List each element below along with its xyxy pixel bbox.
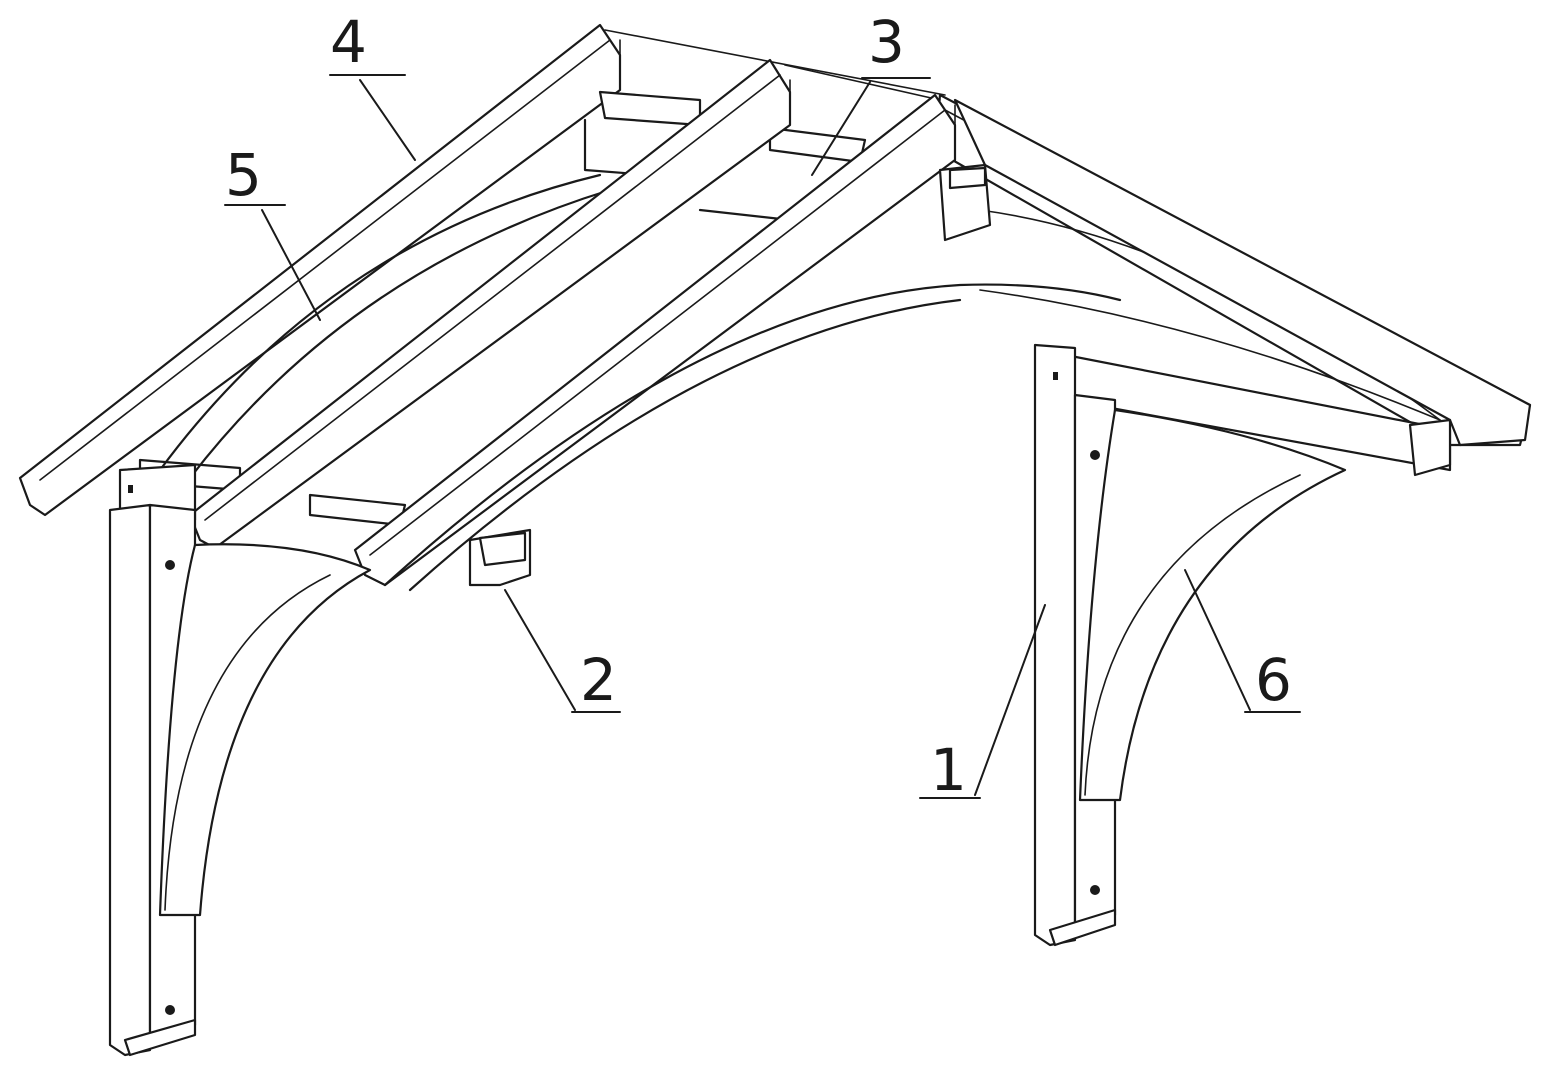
callout-4-label: 4 [330, 8, 367, 76]
callout-3: 3 [811, 8, 931, 176]
rafter-left-gable [18, 23, 946, 517]
callout-3-label: 3 [868, 8, 905, 76]
right-bracket [1033, 343, 1452, 947]
callout-4: 4 [329, 8, 416, 161]
end-block-left [468, 528, 532, 587]
ridge-block [938, 163, 992, 242]
rafter-middle [188, 58, 941, 550]
left-bracket [108, 463, 372, 1057]
callout-2-label: 2 [580, 646, 617, 714]
callout-1: 1 [919, 604, 1046, 804]
rafter-front [353, 93, 957, 587]
front-arch-beam [383, 283, 1122, 592]
callout-6-label: 6 [1255, 646, 1292, 714]
callout-5: 5 [224, 141, 321, 321]
callout-6: 6 [1184, 569, 1301, 714]
callout-2: 2 [504, 589, 621, 714]
callout-5-label: 5 [225, 141, 262, 209]
callout-1-label: 1 [930, 736, 967, 804]
